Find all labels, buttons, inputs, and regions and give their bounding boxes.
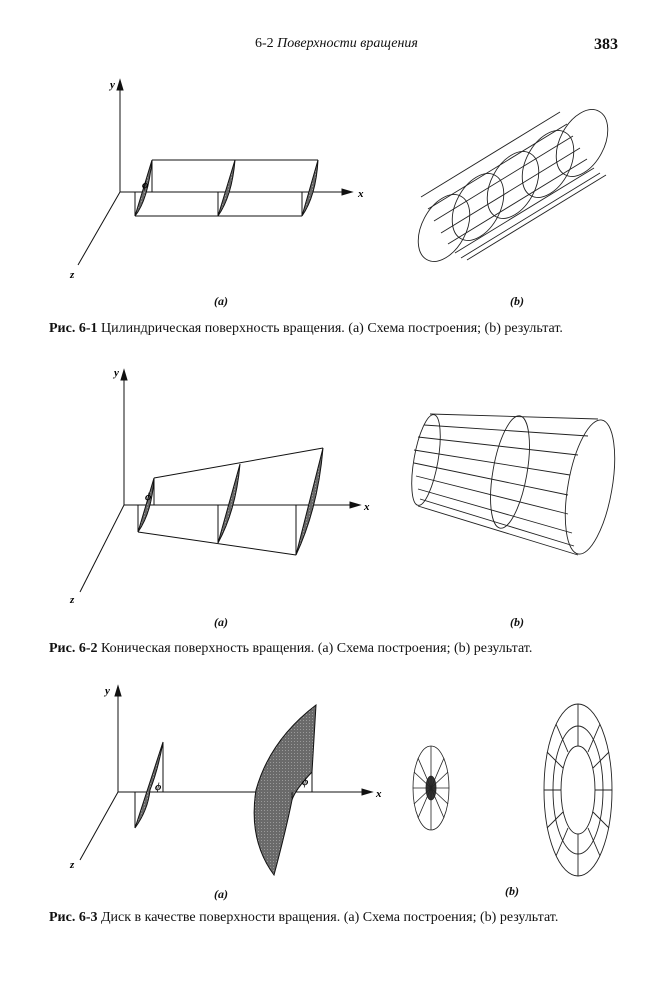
fig1-caption-text: Цилиндрическая поверхность вращения. (a)…	[101, 321, 563, 336]
fig3-result-large-disc	[543, 703, 613, 877]
fig1-caption: Рис. 6-1 Цилиндрическая поверхность вращ…	[49, 321, 563, 337]
fig3-scheme	[79, 684, 374, 877]
fig2-caption-text: Коническая поверхность вращения. (a) Схе…	[101, 641, 533, 656]
fig2-phi-label: ϕ	[145, 491, 152, 503]
running-header: 6-2 Поверхности вращения	[255, 36, 418, 52]
page-number: 383	[594, 36, 618, 53]
fig3-result-small-disc	[412, 745, 450, 831]
fig1-scheme	[77, 78, 354, 266]
fig1-result-cylinder	[417, 109, 609, 262]
fig2-result-cone	[411, 413, 616, 556]
fig3-sub-a: (a)	[214, 887, 228, 901]
fig3-label: Рис. 6-3	[49, 910, 98, 925]
fig1-phi-label: ϕ	[142, 179, 149, 191]
fig2-x-label: x	[363, 501, 370, 513]
fig3-z-label: z	[69, 859, 75, 871]
fig3-phi-label: ϕ	[155, 781, 162, 793]
fig2-sub-b: (b)	[510, 615, 524, 629]
fig1-y-label: y	[108, 79, 115, 91]
section-title: Поверхности вращения	[277, 36, 418, 51]
fig1-label: Рис. 6-1	[49, 321, 98, 336]
fig3-y-label: y	[103, 685, 110, 697]
fig1-sub-b: (b)	[510, 294, 524, 308]
fig1-z-label: z	[69, 269, 75, 281]
fig1-sub-a: (a)	[214, 294, 228, 308]
fig2-scheme	[79, 368, 362, 593]
fig2-y-label: y	[112, 367, 119, 379]
fig3-sub-b: (b)	[505, 884, 519, 898]
fig1-x-label: x	[357, 188, 364, 200]
fig2-z-label: z	[69, 594, 75, 606]
fig3-phi-label-2: ϕ	[302, 776, 309, 788]
fig2-sub-a: (a)	[214, 615, 228, 629]
fig3-x-label: x	[375, 788, 382, 800]
fig3-caption: Рис. 6-3 Диск в качестве поверхности вра…	[49, 910, 558, 926]
fig3-caption-text: Диск в качестве поверхности вращения. (a…	[101, 910, 559, 925]
fig2-caption: Рис. 6-2 Коническая поверхность вращения…	[49, 641, 532, 657]
section-number: 6-2	[255, 36, 274, 51]
fig2-label: Рис. 6-2	[49, 641, 98, 656]
